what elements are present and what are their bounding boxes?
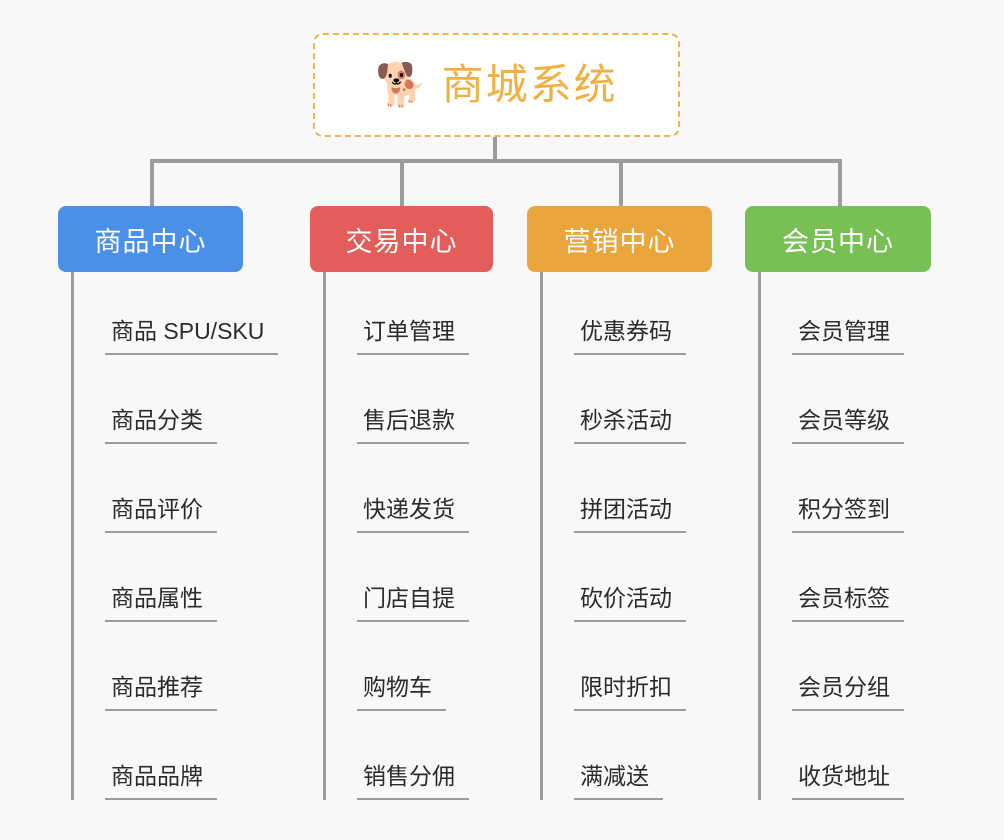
leaf-item[interactable]: 会员标签 (759, 539, 931, 628)
leaf-item[interactable]: 订单管理 (324, 272, 493, 361)
category-label: 交易中心 (345, 226, 458, 257)
leaf-item-label: 满减送 (574, 763, 663, 800)
leaf-item[interactable]: 拼团活动 (541, 450, 712, 539)
branch-drop-connector (400, 159, 404, 207)
branch-drop-connector (150, 159, 154, 207)
leaf-list-shangpin: 商品 SPU/SKU 商品分类商品评价商品属性商品推荐商品品牌 (58, 272, 279, 806)
leaf-item[interactable]: 商品分类 (72, 361, 243, 450)
leaf-item-label: 商品推荐 (105, 674, 217, 711)
leaf-item[interactable]: 商品品牌 (72, 717, 243, 806)
leaf-item-label: 商品分类 (105, 407, 217, 444)
leaf-item-label: 优惠券码 (574, 318, 686, 355)
trunk-horizontal-connector (150, 159, 840, 163)
leaf-item[interactable]: 商品属性 (72, 539, 243, 628)
category-box-shangpin[interactable]: 商品中心 (58, 206, 243, 272)
leaf-item-label: 商品属性 (105, 585, 217, 622)
leaf-list-jiaoyi: 订单管理售后退款快递发货门店自提购物车销售分佣 (310, 272, 493, 806)
leaf-item[interactable]: 购物车 (324, 628, 493, 717)
branch-column-huiyuan: 会员中心会员管理会员等级积分签到会员标签会员分组收货地址 (745, 206, 931, 806)
leaf-item-label: 购物车 (357, 674, 446, 711)
category-label: 会员中心 (782, 226, 894, 257)
leaf-item[interactable]: 限时折扣 (541, 628, 712, 717)
leaf-item-label: 拼团活动 (574, 496, 686, 533)
leaf-item-label: 门店自提 (357, 585, 469, 622)
leaf-item-label: 积分签到 (792, 496, 904, 533)
leaf-item[interactable]: 秒杀活动 (541, 361, 712, 450)
category-label: 营销中心 (563, 226, 676, 257)
category-box-huiyuan[interactable]: 会员中心 (745, 206, 931, 272)
leaf-item[interactable]: 积分签到 (759, 450, 931, 539)
leaf-item[interactable]: 快递发货 (324, 450, 493, 539)
branch-column-jiaoyi: 交易中心订单管理售后退款快递发货门店自提购物车销售分佣 (310, 206, 493, 806)
leaf-item[interactable]: 会员等级 (759, 361, 931, 450)
branch-column-shangpin: 商品中心商品 SPU/SKU 商品分类商品评价商品属性商品推荐商品品牌 (58, 206, 279, 806)
leaf-item[interactable]: 售后退款 (324, 361, 493, 450)
leaf-spine-connector (540, 272, 543, 800)
leaf-item-label: 限时折扣 (574, 674, 686, 711)
leaf-item-label: 砍价活动 (574, 585, 686, 622)
leaf-item-label: 会员等级 (792, 407, 904, 444)
root-title: 商城系统 (441, 61, 618, 108)
leaf-item[interactable]: 商品推荐 (72, 628, 243, 717)
leaf-item[interactable]: 砍价活动 (541, 539, 712, 628)
leaf-item-label: 快递发货 (357, 496, 469, 533)
leaf-item-label: 商品 SPU/SKU (105, 318, 279, 355)
leaf-item[interactable]: 满减送 (541, 717, 712, 806)
leaf-list-yingxiao: 优惠券码秒杀活动拼团活动砍价活动限时折扣满减送 (527, 272, 712, 806)
leaf-list-huiyuan: 会员管理会员等级积分签到会员标签会员分组收货地址 (745, 272, 931, 806)
leaf-item-label: 收货地址 (792, 763, 904, 800)
category-box-jiaoyi[interactable]: 交易中心 (310, 206, 493, 272)
leaf-item[interactable]: 会员分组 (759, 628, 931, 717)
leaf-item-label: 订单管理 (357, 318, 469, 355)
leaf-item[interactable]: 门店自提 (324, 539, 493, 628)
leaf-item-label: 秒杀活动 (574, 407, 686, 444)
branch-drop-connector (838, 159, 842, 207)
leaf-item-label: 商品评价 (105, 496, 217, 533)
leaf-item[interactable]: 收货地址 (759, 717, 931, 806)
leaf-item-label: 会员分组 (792, 674, 904, 711)
leaf-item[interactable]: 商品 SPU/SKU (72, 272, 279, 361)
branch-drop-connector (619, 159, 623, 207)
leaf-spine-connector (71, 272, 74, 800)
leaf-item-label: 商品品牌 (105, 763, 217, 800)
root-node[interactable]: 🐕 商城系统 (313, 33, 680, 137)
branch-column-yingxiao: 营销中心优惠券码秒杀活动拼团活动砍价活动限时折扣满减送 (527, 206, 712, 806)
leaf-spine-connector (323, 272, 326, 800)
leaf-item-label: 销售分佣 (357, 763, 469, 800)
leaf-item-label: 会员管理 (792, 318, 904, 355)
leaf-item[interactable]: 优惠券码 (541, 272, 712, 361)
category-box-yingxiao[interactable]: 营销中心 (527, 206, 712, 272)
leaf-item[interactable]: 销售分佣 (324, 717, 493, 806)
leaf-item[interactable]: 会员管理 (759, 272, 931, 361)
leaf-item-label: 会员标签 (792, 585, 904, 622)
shiba-dog-face-icon: 🐕 (375, 61, 428, 108)
category-label: 商品中心 (94, 226, 207, 257)
leaf-item-label: 售后退款 (357, 407, 469, 444)
leaf-spine-connector (758, 272, 761, 800)
trunk-vertical-connector (493, 137, 497, 163)
leaf-item[interactable]: 商品评价 (72, 450, 243, 539)
